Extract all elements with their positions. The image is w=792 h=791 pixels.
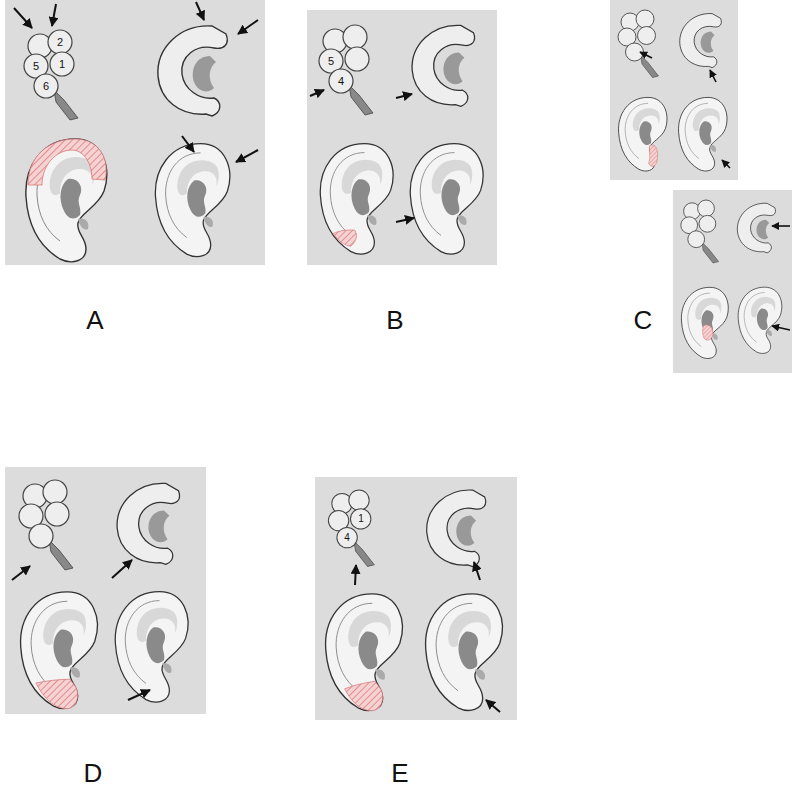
panel-ground xyxy=(610,0,738,180)
callout-number: 2 xyxy=(57,37,63,48)
callout-number: 6 xyxy=(43,81,49,92)
panel-letter: A xyxy=(86,307,103,333)
callout-number: 4 xyxy=(344,533,350,543)
panel-ground xyxy=(5,0,265,265)
auricle xyxy=(619,97,667,171)
panel-ground xyxy=(5,467,206,714)
auricle xyxy=(426,594,503,711)
panel-ground xyxy=(315,477,517,720)
auricle xyxy=(115,592,188,702)
helix-sketch xyxy=(412,25,474,106)
pointer-arrows xyxy=(12,560,150,700)
auricle xyxy=(410,144,483,254)
panel-ground xyxy=(307,10,497,265)
hillock-cluster xyxy=(328,490,374,567)
auricle xyxy=(679,97,727,171)
hillock-cluster xyxy=(681,200,719,263)
callout-number: 4 xyxy=(338,76,344,87)
pointer-arrows xyxy=(14,2,258,162)
panel-letter: B xyxy=(386,307,403,333)
panel-d xyxy=(5,467,206,714)
hillock-cluster xyxy=(24,30,78,120)
hillock-cluster xyxy=(618,10,659,78)
auricle xyxy=(738,287,782,353)
helix-sketch xyxy=(680,14,722,68)
panel-a xyxy=(5,0,265,265)
helix-sketch xyxy=(427,490,486,567)
helix-sketch xyxy=(117,483,179,564)
panel-ground xyxy=(673,190,792,373)
callout-number: 1 xyxy=(59,59,65,70)
pointer-arrows xyxy=(772,226,790,330)
callout-number: 5 xyxy=(328,56,334,67)
pointer-arrows xyxy=(640,52,730,168)
auricle xyxy=(26,139,107,262)
pointer-arrows xyxy=(310,90,414,222)
auricle xyxy=(681,287,728,358)
callout-number: 5 xyxy=(33,61,39,72)
helix-sketch xyxy=(737,203,775,253)
auricle xyxy=(155,144,229,257)
panel-letter: C xyxy=(634,307,653,333)
panel-letter: E xyxy=(391,760,408,786)
panel-e xyxy=(315,477,517,720)
helix-sketch xyxy=(158,26,227,116)
panel-c xyxy=(610,0,792,373)
auricle xyxy=(21,592,98,709)
auricle xyxy=(320,144,393,254)
panel-letter: D xyxy=(84,760,103,786)
panel-b xyxy=(307,10,497,265)
hillock-cluster xyxy=(19,480,73,570)
auricle xyxy=(326,594,403,711)
hillock-cluster xyxy=(319,25,373,115)
pointer-arrows xyxy=(355,562,500,712)
callout-number: 1 xyxy=(358,514,364,524)
